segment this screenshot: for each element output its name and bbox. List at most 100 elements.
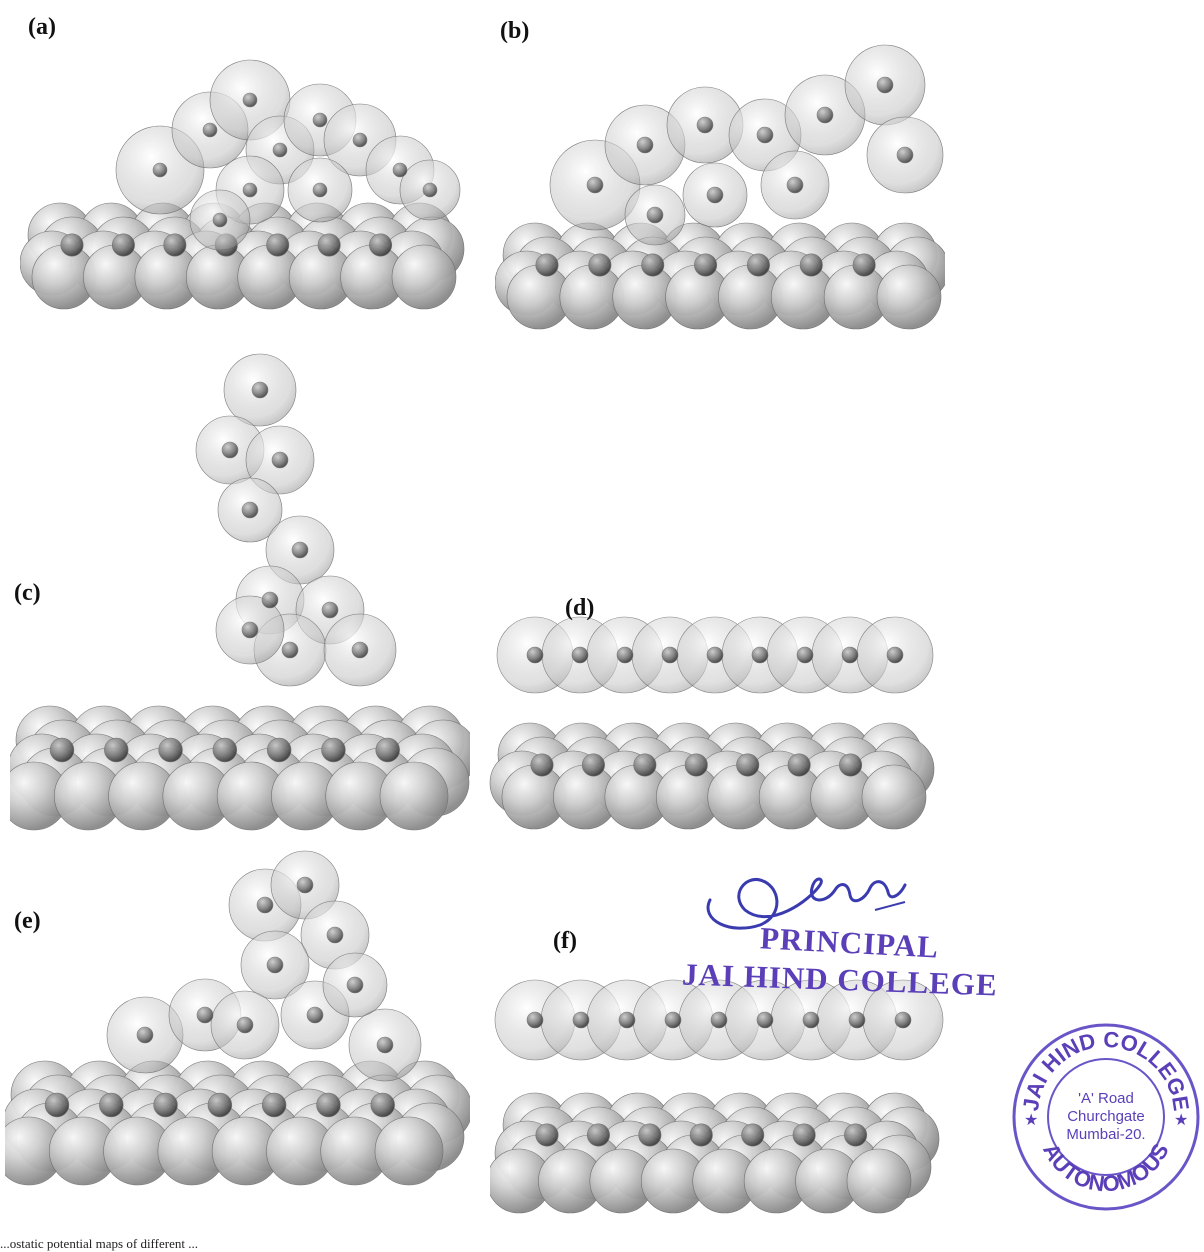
atom-sphere — [252, 382, 268, 398]
atom-sphere — [322, 602, 338, 618]
atom-sphere — [112, 234, 134, 256]
atom-sphere — [137, 1027, 153, 1043]
atom-sphere — [375, 1117, 443, 1185]
atom-sphere — [327, 927, 343, 943]
atom-sphere — [318, 234, 340, 256]
atom-sphere — [711, 1012, 727, 1028]
atom-sphere — [587, 177, 603, 193]
atom-sphere — [282, 642, 298, 658]
atom-sphere — [376, 738, 400, 762]
atom-sphere — [619, 1012, 635, 1028]
atom-sphere — [45, 1093, 69, 1117]
atom-sphere — [313, 183, 327, 197]
atom-sphere — [61, 234, 83, 256]
atom-sphere — [587, 1124, 609, 1146]
atom-sphere — [853, 254, 875, 276]
atom-sphere — [707, 647, 723, 663]
atom-sphere — [104, 738, 128, 762]
college-seal: JAI HIND COLLEGE AUTONOMOUS 'A' Road Chu… — [1008, 1015, 1204, 1215]
atom-sphere — [292, 542, 308, 558]
atom-sphere — [742, 1124, 764, 1146]
atom-sphere — [159, 738, 183, 762]
atom-sphere — [353, 133, 367, 147]
atom-sphere — [213, 738, 237, 762]
seal-line-2: Churchgate — [1067, 1108, 1145, 1125]
atom-sphere — [737, 754, 759, 776]
atom-sphere — [787, 177, 803, 193]
atom-sphere — [793, 1124, 815, 1146]
atom-sphere — [844, 1124, 866, 1146]
atom-sphere — [617, 647, 633, 663]
atom-sphere — [637, 137, 653, 153]
atom-sphere — [842, 647, 858, 663]
seal-line-3: Mumbai-20. — [1066, 1126, 1145, 1143]
atom-sphere — [690, 1124, 712, 1146]
atom-sphere — [895, 1012, 911, 1028]
atom-sphere — [50, 738, 74, 762]
atom-sphere — [377, 1037, 393, 1053]
atom-sphere — [788, 754, 810, 776]
atom-sphere — [639, 1124, 661, 1146]
atom-sphere — [531, 754, 553, 776]
atom-sphere — [307, 1007, 323, 1023]
molecule-panel-e — [5, 845, 470, 1245]
atom-sphere — [572, 647, 588, 663]
atom-sphere — [662, 647, 678, 663]
atom-sphere — [757, 127, 773, 143]
atom-sphere — [800, 254, 822, 276]
atom-sphere — [642, 254, 664, 276]
atom-sphere — [897, 147, 913, 163]
atom-sphere — [573, 1012, 589, 1028]
atom-sphere — [237, 1017, 253, 1033]
molecule-panel-c — [10, 350, 470, 840]
atom-sphere — [877, 77, 893, 93]
molecule-panel-b — [495, 25, 945, 335]
atom-sphere — [208, 1093, 232, 1117]
atom-sphere — [634, 754, 656, 776]
atom-sphere — [222, 442, 238, 458]
atom-sphere — [849, 1012, 865, 1028]
atom-sphere — [862, 765, 926, 829]
atom-sphere — [527, 647, 543, 663]
atom-sphere — [803, 1012, 819, 1028]
atom-sphere — [392, 245, 456, 309]
atom-sphere — [262, 1093, 286, 1117]
atom-sphere — [757, 1012, 773, 1028]
atom-sphere — [297, 877, 313, 893]
atom-sphere — [313, 113, 327, 127]
molecule-panel-a — [20, 40, 470, 330]
atom-sphere — [267, 234, 289, 256]
atom-sphere — [243, 183, 257, 197]
atom-sphere — [243, 93, 257, 107]
atom-sphere — [213, 213, 227, 227]
atom-sphere — [380, 762, 448, 830]
atom-sphere — [665, 1012, 681, 1028]
atom-sphere — [877, 265, 941, 329]
atom-sphere — [242, 622, 258, 638]
atom-sphere — [317, 1093, 341, 1117]
atom-sphere — [707, 187, 723, 203]
atom-sphere — [697, 117, 713, 133]
atom-sphere — [685, 754, 707, 776]
atom-sphere — [99, 1093, 123, 1117]
atom-sphere — [352, 642, 368, 658]
atom-sphere — [847, 1149, 911, 1213]
atom-sphere — [322, 738, 346, 762]
atom-sphere — [154, 1093, 178, 1117]
atom-sphere — [262, 592, 278, 608]
atom-sphere — [153, 163, 167, 177]
atom-sphere — [267, 738, 291, 762]
seal-star-left-icon: ★ — [1024, 1110, 1038, 1129]
panel-label-a: (a) — [28, 14, 56, 41]
atom-sphere — [536, 254, 558, 276]
seal-star-right-icon: ★ — [1174, 1110, 1188, 1129]
atom-sphere — [589, 254, 611, 276]
atom-sphere — [536, 1124, 558, 1146]
atom-sphere — [797, 647, 813, 663]
atom-sphere — [267, 957, 283, 973]
atom-sphere — [273, 143, 287, 157]
atom-sphere — [747, 254, 769, 276]
figure-caption: ...ostatic potential maps of different .… — [0, 1236, 198, 1252]
atom-sphere — [839, 754, 861, 776]
atom-sphere — [347, 977, 363, 993]
